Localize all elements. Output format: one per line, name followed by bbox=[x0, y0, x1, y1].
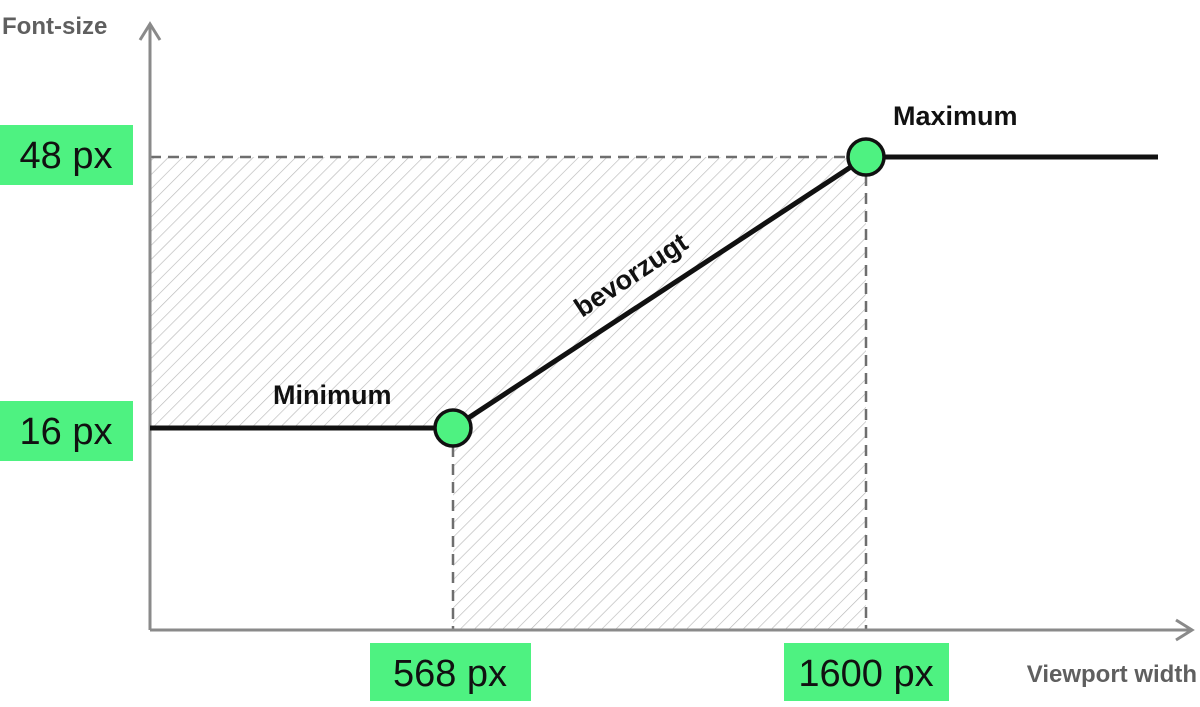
x-axis-title: Viewport width bbox=[1027, 661, 1197, 688]
x-tick-max-badge: 1600 px bbox=[784, 643, 949, 701]
y-tick-min-text: 16 px bbox=[20, 411, 113, 453]
y-axis-arrowhead bbox=[138, 21, 162, 41]
y-axis-title: Font-size bbox=[2, 13, 107, 40]
x-axis-arrowhead bbox=[1175, 618, 1195, 642]
clamp-curve bbox=[150, 154, 1158, 431]
x-tick-max-text: 1600 px bbox=[798, 653, 933, 695]
x-tick-min-text: 568 px bbox=[393, 653, 507, 695]
maximum-point bbox=[846, 137, 886, 177]
y-tick-max-text: 48 px bbox=[20, 135, 113, 177]
maximum-label: Maximum bbox=[893, 101, 1018, 131]
x-tick-min-badge: 568 px bbox=[370, 643, 531, 701]
minimum-label: Minimum bbox=[273, 380, 392, 410]
y-tick-max-badge: 48 px bbox=[0, 125, 133, 185]
minimum-point bbox=[433, 408, 473, 448]
y-tick-min-badge: 16 px bbox=[0, 401, 133, 461]
